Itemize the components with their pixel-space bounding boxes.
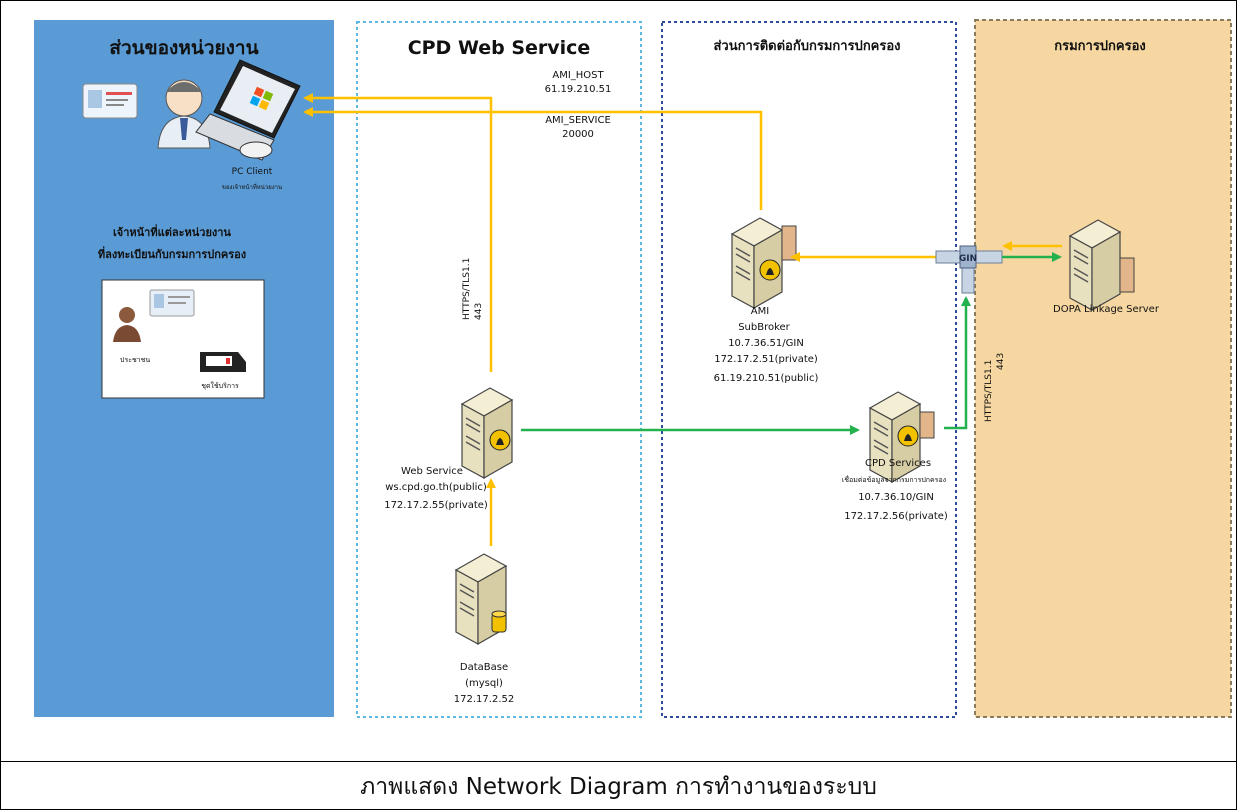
citizen-icon (113, 307, 141, 342)
reader-label: ชุดใช้บริการ (201, 381, 239, 390)
ami-name: AMI (751, 306, 769, 317)
ami-service-label: AMI_SERVICE (545, 115, 611, 126)
network-diagram: ส่วนของหน่วยงาน CPD Web Service ส่วนการต… (34, 19, 1232, 718)
laptop-icon (195, 59, 301, 161)
officer-icon (157, 79, 211, 149)
gin-label: GIN (959, 254, 977, 264)
webservice-name: Web Service (401, 466, 463, 477)
ami-server-icon (731, 217, 797, 309)
database-engine: (mysql) (465, 678, 503, 689)
https-right-port: 443 (996, 353, 1006, 370)
cpd-services-name: CPD Services (865, 458, 931, 469)
cpd-services-server-icon (869, 391, 935, 483)
ami-host-label: AMI_HOST (552, 70, 604, 81)
figure-caption: ภาพแสดง Network Diagram การทำงานของระบบ (0, 761, 1237, 812)
ami-private-ip: 172.17.2.51(private) (714, 354, 818, 365)
ami-public-ip: 61.19.210.51(public) (714, 373, 819, 384)
zone-dopa-connection (661, 21, 957, 718)
gin-connector-icon (935, 245, 1003, 294)
zone-cpd-title: CPD Web Service (408, 37, 591, 59)
officer-label-line1: เจ้าหน้าที่แต่ละหน่วยงาน (113, 224, 231, 239)
webservice-public: ws.cpd.go.th(public) (385, 482, 487, 493)
https-right-label: HTTPS/TLS1.1 (984, 360, 994, 422)
id-card-small-icon (149, 289, 195, 317)
citizen-label: ประชาชน (120, 356, 150, 364)
card-reader-icon (200, 352, 246, 372)
zone-agency-title: ส่วนของหน่วยงาน (109, 37, 258, 59)
ami-subbroker: SubBroker (738, 322, 790, 333)
link-webservice-to-pc (303, 93, 493, 372)
dopa-server-name: DOPA Linkage Server (1053, 304, 1160, 315)
cpd-services-gin-ip: 10.7.36.10/GIN (858, 492, 934, 503)
webservice-server-icon (461, 387, 513, 479)
dopa-server-icon (1069, 219, 1135, 311)
https-left-port: 443 (474, 303, 484, 320)
cpd-services-desc: เชื่อมต่อข้อมูลจากกรมการปกครอง (842, 475, 946, 484)
pc-client-label: PC Client (232, 167, 273, 177)
webservice-private: 172.17.2.55(private) (384, 500, 488, 511)
zone-dopa (974, 19, 1232, 718)
id-card-icon (82, 83, 138, 119)
officer-label-line2: ที่ลงทะเบียนกับกรมการปกครอง (98, 246, 246, 261)
https-left-label: HTTPS/TLS1.1 (462, 258, 472, 320)
zone-cpd-web-service (356, 21, 642, 718)
zone-connect-title: ส่วนการติดต่อกับกรมการปกครอง (713, 39, 900, 54)
zone-dopa-title: กรมการปกครอง (1054, 39, 1146, 54)
database-name: DataBase (460, 662, 508, 673)
cpd-services-private-ip: 172.17.2.56(private) (844, 511, 948, 522)
database-server-icon (455, 553, 507, 645)
ami-gin-ip: 10.7.36.51/GIN (728, 338, 804, 349)
pc-client-sublabel: ของเจ้าหน้าที่หน่วยงาน (222, 183, 282, 191)
ami-service-port: 20000 (562, 129, 594, 140)
ami-host-ip: 61.19.210.51 (545, 84, 612, 95)
link-ami-to-pc (303, 107, 763, 210)
database-ip: 172.17.2.52 (454, 694, 514, 705)
link-cpd-services-to-gin (944, 296, 971, 430)
